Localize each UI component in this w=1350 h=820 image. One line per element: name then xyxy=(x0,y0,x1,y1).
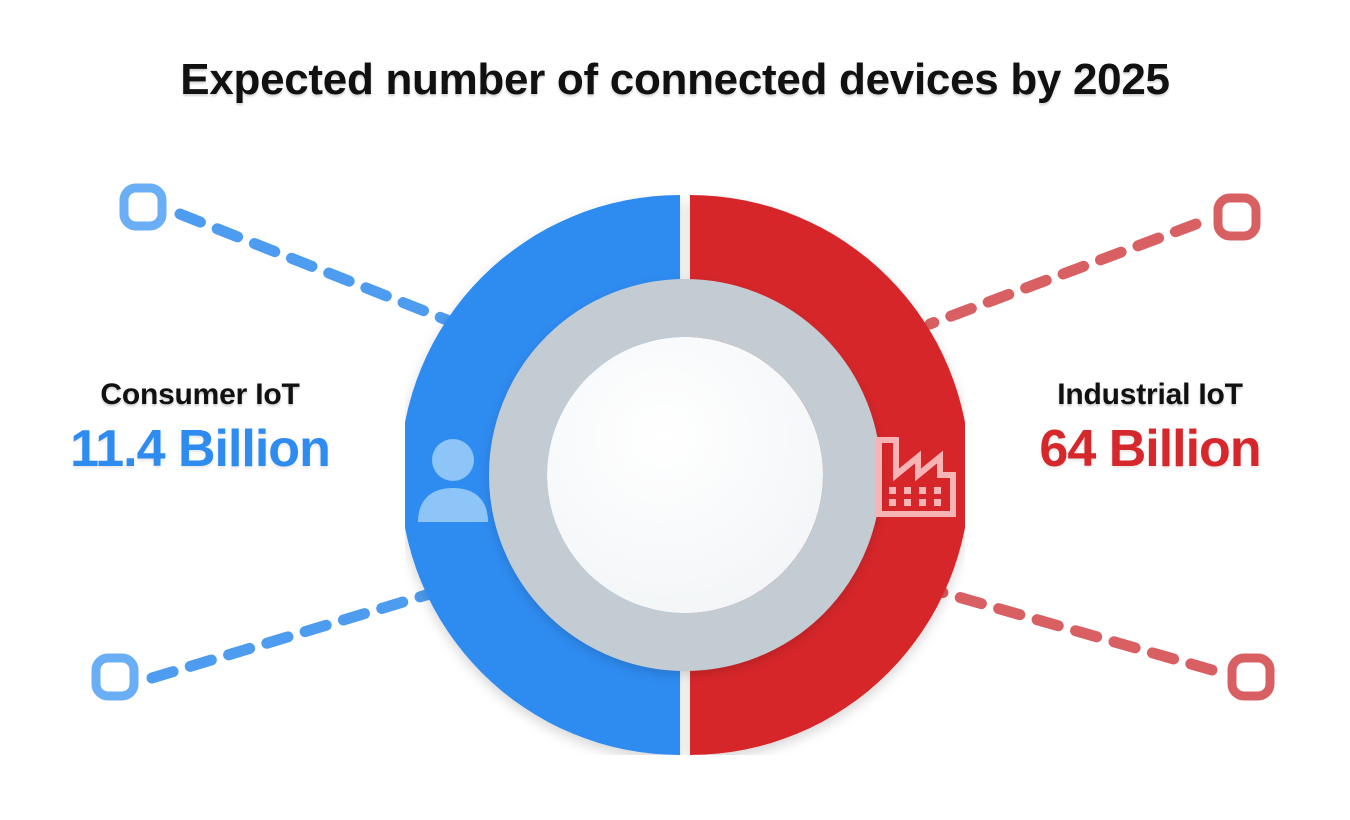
donut-center xyxy=(547,337,823,613)
connector-line-left-bottom xyxy=(146,586,442,684)
page-title: Expected number of connected devices by … xyxy=(180,55,1170,104)
connector-marker-left-top xyxy=(119,183,167,231)
connector-marker-right-bottom xyxy=(1227,653,1275,701)
connector-line-right-bottom xyxy=(928,584,1218,676)
label-industrial-iot-value: 64 Billion xyxy=(1039,420,1261,478)
connector-marker-left-bottom xyxy=(91,653,139,701)
label-consumer-iot: Consumer IoT 11.4 Billion xyxy=(10,378,390,478)
label-industrial-iot: Industrial IoT 64 Billion xyxy=(960,378,1340,478)
connector-line-right-top xyxy=(924,218,1202,330)
label-consumer-iot-value: 11.4 Billion xyxy=(70,420,331,478)
donut-inner-ring xyxy=(489,279,881,671)
donut-chart-svg xyxy=(405,195,965,755)
connector-marker-right-top xyxy=(1213,193,1261,241)
label-industrial-iot-name: Industrial IoT xyxy=(1057,378,1243,411)
label-consumer-iot-name: Consumer IoT xyxy=(100,378,300,411)
donut-chart xyxy=(405,195,965,755)
